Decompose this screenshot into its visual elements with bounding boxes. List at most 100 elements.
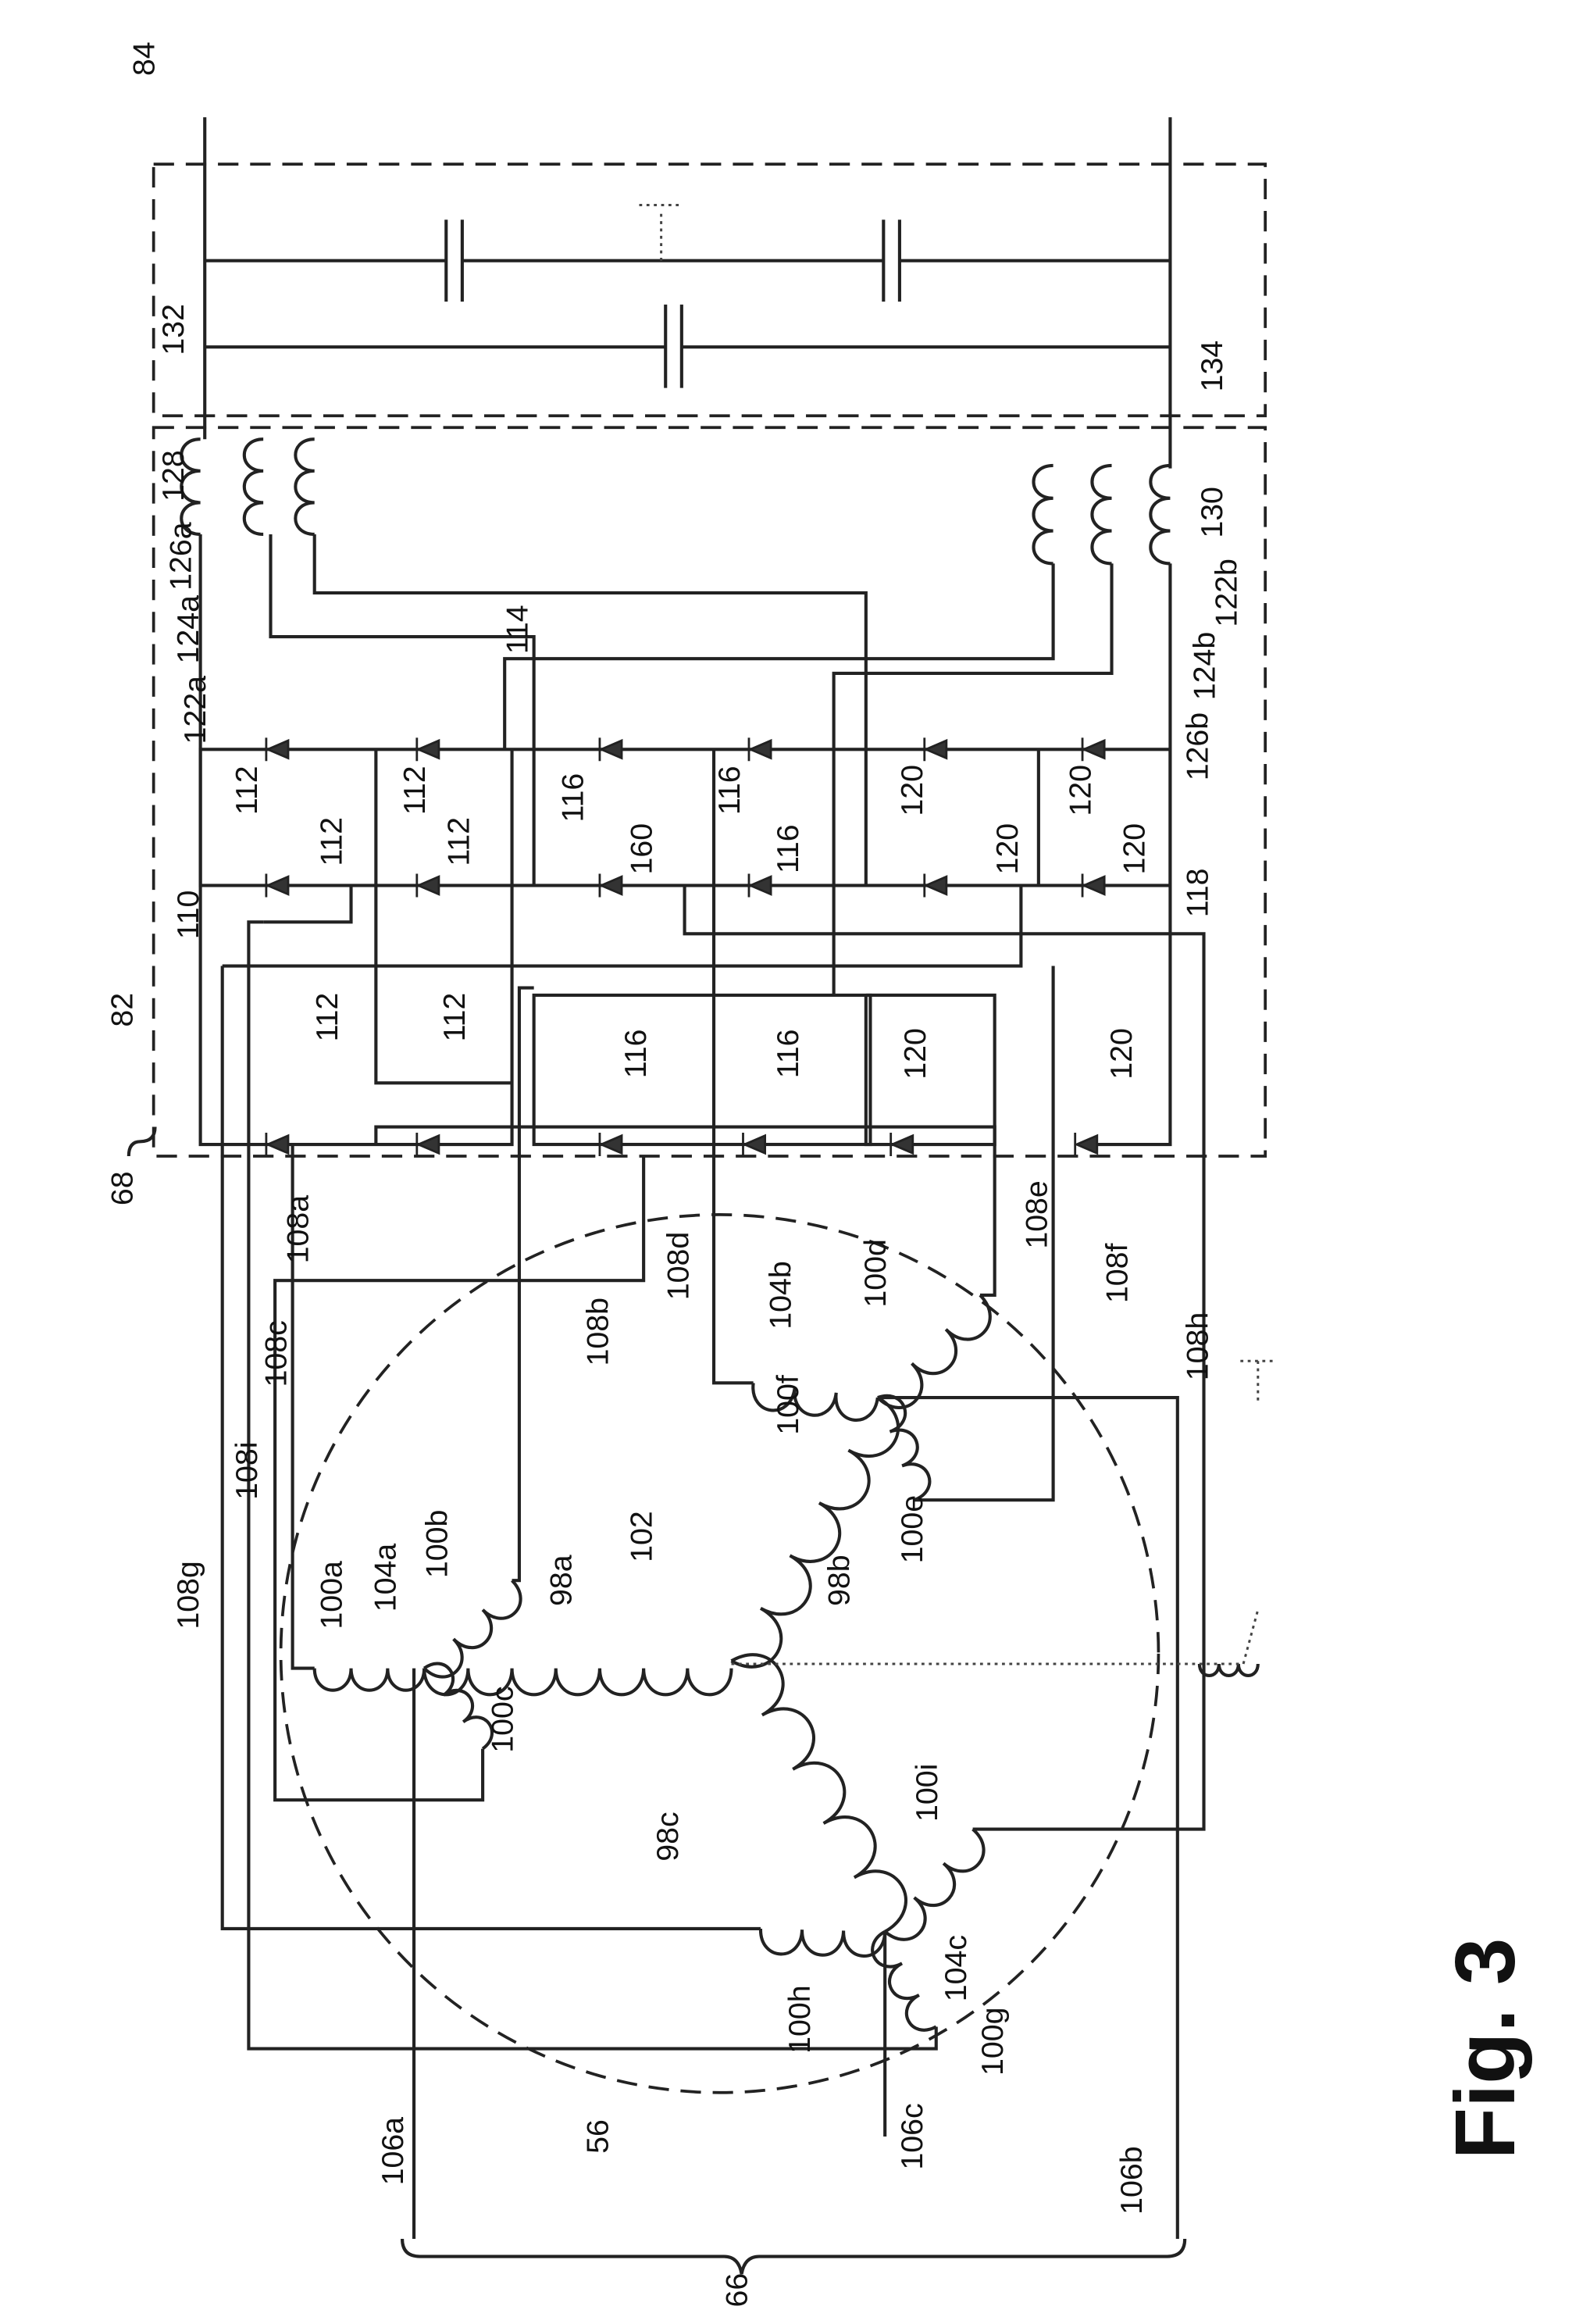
label: 108h bbox=[1180, 1312, 1214, 1381]
label: 116 bbox=[712, 766, 747, 815]
inductor-coil bbox=[244, 439, 263, 534]
label: 56 bbox=[580, 2119, 615, 2154]
label: 112 bbox=[310, 993, 344, 1042]
diode-icon bbox=[600, 1133, 622, 1156]
winding-98c-coil bbox=[732, 1655, 906, 1932]
label: 120 bbox=[898, 1028, 932, 1080]
label: 130 bbox=[1195, 487, 1229, 538]
diode-icon bbox=[600, 737, 622, 761]
brace-68 bbox=[129, 1127, 155, 1156]
stator-wiring bbox=[129, 922, 1275, 2274]
label: 98c bbox=[651, 1812, 685, 1861]
brace-66 bbox=[402, 2239, 1185, 2274]
label: 134 bbox=[1195, 341, 1229, 392]
reference-numerals: 84 132 134 128 130 126a 124a 122a 122b 1… bbox=[105, 41, 1244, 2307]
label: 120 bbox=[895, 765, 929, 816]
diode-icon bbox=[600, 874, 622, 898]
diode-icon bbox=[749, 737, 771, 761]
label: 102 bbox=[625, 1511, 659, 1562]
label: 116 bbox=[555, 773, 590, 823]
label: 108g bbox=[171, 1561, 205, 1630]
label: 112 bbox=[437, 993, 472, 1042]
diode-icon bbox=[891, 1133, 913, 1156]
label: 100a bbox=[314, 1561, 348, 1630]
label: 100d bbox=[858, 1239, 893, 1308]
figure-label: Fig. 3 bbox=[1438, 1938, 1533, 2160]
diode-icon bbox=[925, 737, 947, 761]
label: 68 bbox=[105, 1171, 140, 1205]
inductor-coil bbox=[1033, 466, 1053, 563]
diode-icon bbox=[266, 1133, 288, 1156]
label: 122a bbox=[178, 676, 212, 744]
label: 100i bbox=[910, 1764, 944, 1822]
label: 108d bbox=[661, 1232, 695, 1301]
label: 66 bbox=[719, 2273, 754, 2308]
label: 112 bbox=[230, 766, 264, 815]
label: 100h bbox=[783, 1985, 817, 2054]
diode-icon bbox=[925, 874, 947, 898]
label: 108f bbox=[1100, 1244, 1134, 1304]
label: 126a bbox=[164, 522, 198, 591]
diode-icon bbox=[1082, 874, 1104, 898]
label: 100b bbox=[419, 1510, 454, 1579]
label: 100c bbox=[486, 1686, 520, 1752]
inductor-130-coil bbox=[1150, 466, 1170, 563]
label: 112 bbox=[441, 817, 476, 866]
diode-icon bbox=[417, 737, 439, 761]
label: 108i bbox=[230, 1442, 264, 1500]
diode-icon bbox=[749, 874, 771, 898]
label: 116 bbox=[771, 824, 805, 873]
label: 118 bbox=[1180, 869, 1214, 918]
inductor-coil bbox=[295, 439, 314, 534]
winding-100d-coil bbox=[878, 1295, 990, 1408]
label: 116 bbox=[619, 1030, 653, 1079]
label: 120 bbox=[1063, 765, 1097, 816]
winding-98b-coil bbox=[732, 1398, 899, 1667]
label: 84 bbox=[127, 41, 162, 76]
label: 104c bbox=[939, 1935, 973, 2001]
label: 132 bbox=[156, 304, 191, 355]
label: 100g bbox=[975, 2007, 1010, 2075]
label: 98b bbox=[822, 1555, 856, 1606]
label: 106b bbox=[1114, 2146, 1149, 2215]
label: 112 bbox=[314, 817, 348, 866]
label: 112 bbox=[398, 766, 432, 815]
winding-coils bbox=[181, 439, 1258, 2030]
diode-icon bbox=[1075, 1133, 1097, 1156]
label: 100f bbox=[771, 1375, 805, 1435]
label: 124a bbox=[171, 595, 205, 664]
label: 126b bbox=[1180, 712, 1214, 781]
diode-icon bbox=[266, 874, 288, 898]
label: 106a bbox=[376, 2117, 410, 2186]
label: 110 bbox=[171, 891, 205, 940]
diode-array bbox=[266, 737, 1104, 1156]
diode-icon bbox=[266, 737, 288, 761]
label: 160 bbox=[625, 823, 659, 875]
winding-100a-coil bbox=[315, 1669, 424, 1690]
label: 120 bbox=[1118, 823, 1152, 875]
label: 82 bbox=[105, 993, 140, 1027]
diode-icon bbox=[417, 1133, 439, 1156]
label: 108b bbox=[580, 1298, 615, 1365]
inductor-coil bbox=[1092, 466, 1111, 563]
label: 120 bbox=[990, 823, 1025, 875]
winding-98a-coil bbox=[424, 1669, 731, 1695]
label: 104b bbox=[763, 1261, 797, 1330]
label: 100e bbox=[895, 1495, 929, 1563]
label: 108e bbox=[1019, 1180, 1053, 1249]
diode-icon bbox=[1082, 737, 1104, 761]
label: 128 bbox=[156, 450, 191, 502]
diode-icon bbox=[417, 874, 439, 898]
diode-icon bbox=[743, 1133, 765, 1156]
winding-100e-coil bbox=[878, 1396, 930, 1500]
label: 114 bbox=[500, 605, 534, 654]
label: 124b bbox=[1188, 632, 1222, 701]
label: 108c bbox=[258, 1320, 293, 1387]
winding-100h-coil bbox=[761, 1929, 885, 1956]
rectifier-box bbox=[154, 427, 1266, 1156]
label: 108a bbox=[280, 1195, 315, 1264]
capacitor-bank-box bbox=[154, 164, 1266, 416]
label: 120 bbox=[1104, 1028, 1139, 1080]
label: 98a bbox=[544, 1555, 579, 1606]
